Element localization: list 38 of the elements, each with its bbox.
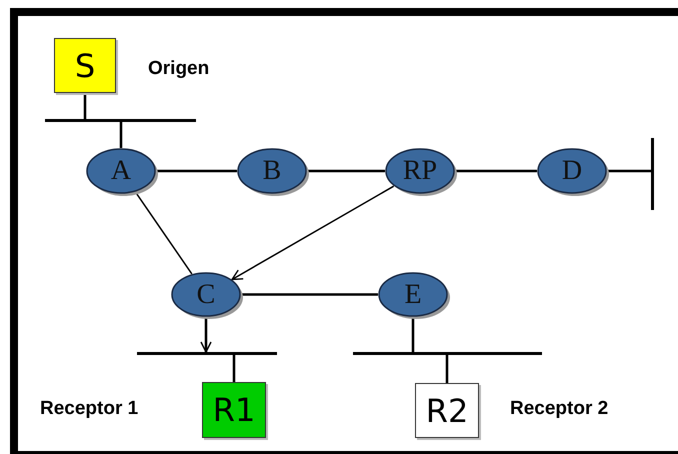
node-label: RP [402,157,438,185]
link-line [156,170,237,172]
network-segment-line [353,352,542,355]
node-label: S [74,50,96,82]
router-ellipse [385,148,455,194]
router-ellipse [86,148,156,194]
node-label: C [196,280,216,308]
network-segment-line [137,352,277,355]
link-line [232,355,236,382]
host-box [202,382,266,438]
link-line [84,93,86,119]
node-caption: Receptor 1 [40,398,138,420]
node-label: A [110,157,132,185]
link-line [607,170,651,172]
link-line [412,317,414,352]
link-line [241,293,378,296]
node-caption: Origen [148,58,210,80]
node-label: R2 [426,394,468,426]
node-label: E [404,280,422,308]
node-label: R1 [212,394,256,426]
link-line [455,170,537,172]
arrow [231,186,394,280]
network-segment-line [45,119,196,122]
link-line [307,170,385,172]
node-label: B [262,157,282,185]
host-box [415,383,479,438]
link-line [134,192,192,274]
network-segment-line [651,138,654,210]
link-line [120,122,122,148]
router-ellipse [537,148,607,194]
link-line [446,355,448,383]
router-ellipse [378,272,448,317]
arrow [200,317,212,353]
node-label: D [562,157,582,185]
router-ellipse [237,148,307,194]
host-box [54,38,116,93]
router-ellipse [171,272,241,317]
node-caption: Receptor 2 [510,398,608,420]
